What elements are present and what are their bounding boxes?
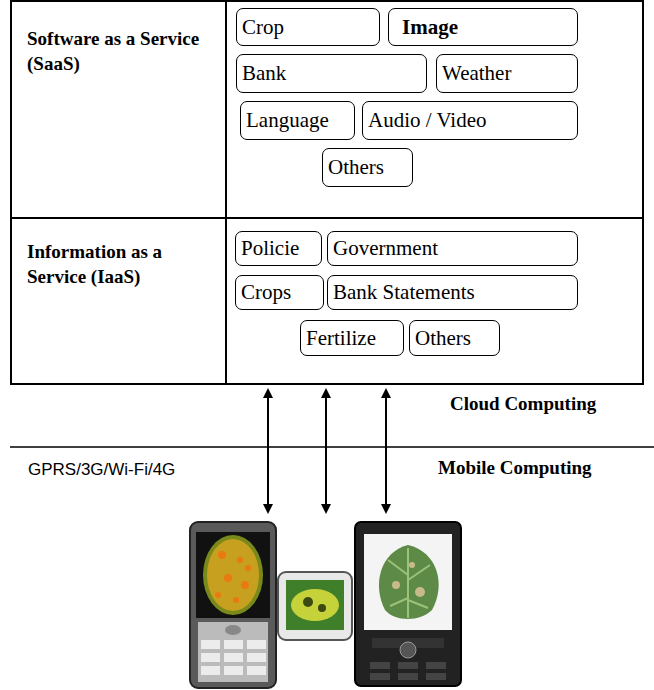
service-box: Others [409, 320, 500, 356]
service-box: Image [388, 8, 578, 46]
mobile-phone [355, 522, 461, 686]
service-name: Bank [237, 61, 292, 86]
service-name: Audio / Video [363, 108, 493, 133]
service-box: Audio / Video [362, 101, 578, 140]
service-box: Language [240, 101, 355, 140]
service-name: Fertilize [301, 326, 382, 351]
service-box: Others [322, 148, 413, 187]
layer-band: Software as a Service (SaaS) Crop ImageBan… [10, 0, 644, 219]
service-name: Government [328, 236, 444, 261]
service-box: Fertilize [300, 320, 404, 356]
service-name: Bank Statements [328, 280, 481, 305]
service-box: Crop [236, 8, 380, 46]
annotation-label: Cloud Computing [448, 393, 598, 415]
annotation-label: GPRS/3G/Wi-Fi/4G [26, 460, 177, 480]
service-box: Policie [235, 231, 322, 266]
layer-band: Information as a Service (IaaS) Policie Go… [10, 217, 644, 385]
service-box: Government [327, 231, 578, 266]
service-name: Weather [437, 61, 517, 86]
separator-line [10, 446, 654, 448]
mobile-phone [190, 522, 276, 688]
annotation-label: Mobile Computing [436, 457, 594, 479]
service-box: Weather [436, 54, 578, 93]
service-box: Crops [235, 275, 324, 310]
link-arrows [268, 390, 386, 512]
service-name: Image [389, 15, 464, 40]
service-name: Policie [236, 236, 305, 261]
column-divider [225, 2, 227, 217]
service-name: Language [241, 108, 335, 133]
service-box: Bank [236, 54, 427, 93]
service-name: Others [410, 326, 477, 351]
service-name: Crop [237, 15, 290, 40]
service-name: Crops [236, 280, 297, 305]
column-divider [225, 219, 227, 383]
smartphone [278, 572, 352, 640]
layer-title: Software as a Service (SaaS) [27, 26, 217, 76]
layer-title: Information as a Service (IaaS) [27, 239, 217, 289]
service-box: Bank Statements [327, 275, 578, 310]
service-name: Others [323, 155, 390, 180]
